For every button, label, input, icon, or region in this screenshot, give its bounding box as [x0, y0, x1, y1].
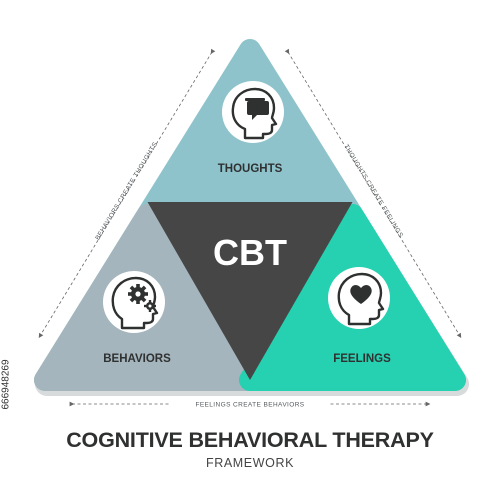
head-with-speech-bubble-icon: [222, 81, 284, 143]
behaviors-label: BEHAVIORS: [103, 353, 171, 365]
thoughts-label: THOUGHTS: [218, 163, 283, 175]
main-title: COGNITIVE BEHAVIORAL THERAPY: [66, 428, 434, 452]
feelings-label: FEELINGS: [333, 353, 391, 365]
bottom-edge-label: FEELINGS CREATE BEHAVIORS: [195, 402, 304, 409]
head-with-heart-icon: [328, 267, 390, 329]
head-with-gears-icon: [103, 271, 165, 333]
right-edge-arrow: [284, 48, 462, 339]
center-label: CBT: [213, 232, 287, 273]
subtitle: FRAMEWORK: [205, 456, 295, 470]
left-edge-arrow: [38, 48, 216, 339]
stock-id-label: 666948269: [0, 359, 12, 410]
